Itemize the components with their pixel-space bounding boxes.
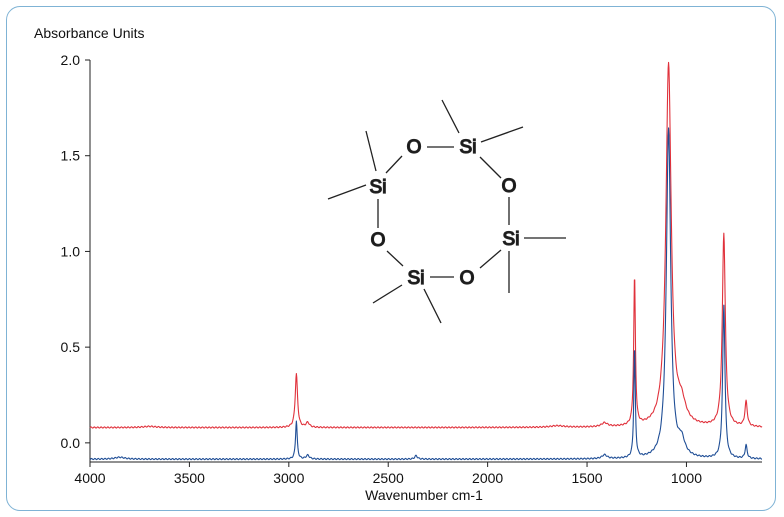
methyl-bond: [372, 284, 403, 304]
y-tick-label: 1.0: [61, 243, 81, 259]
series-line-red: [89, 61, 763, 429]
atom-label: Si: [370, 177, 387, 198]
axes: 2.0 1.5 1.0 0.5 0.0 4000 3500 3000 2500 2000 1500 1…: [61, 52, 762, 486]
molecule-structure: Si O Si O Si O Si O: [327, 99, 566, 324]
x-tick-label: 3000: [273, 470, 304, 486]
spectra: [89, 61, 763, 461]
methyl-bond: [365, 130, 377, 172]
y-axis-title: Absorbance Units: [34, 25, 145, 41]
x-tick-label: 4000: [74, 470, 105, 486]
bond: [385, 155, 403, 174]
x-tick-label: 2000: [472, 470, 503, 486]
methyl-bond: [480, 126, 524, 143]
x-tick-label: 1500: [571, 470, 602, 486]
atom-label: Si: [408, 268, 425, 289]
bond: [386, 250, 404, 267]
y-tick-label: 2.0: [61, 52, 81, 68]
atom-label: Si: [460, 137, 477, 158]
y-tick-label: 1.5: [61, 148, 81, 164]
x-tick-label: 3500: [174, 470, 205, 486]
atom-label: O: [502, 176, 517, 197]
methyl-bond: [441, 99, 460, 134]
series-line-blue: [89, 127, 763, 461]
y-tick-label: 0.5: [61, 339, 81, 355]
bond: [479, 249, 502, 269]
bond: [479, 156, 502, 179]
atom-label: O: [407, 137, 422, 158]
atom-label: O: [371, 230, 386, 251]
atom-label: O: [460, 268, 475, 289]
atom-label: Si: [503, 229, 520, 250]
y-tick-label: 0.0: [61, 435, 81, 451]
x-tick-label: 1000: [671, 470, 702, 486]
methyl-bond: [327, 184, 367, 200]
x-axis-title: Wavenumber cm-1: [365, 487, 483, 503]
x-tick-label: 2500: [373, 470, 404, 486]
methyl-bond: [423, 288, 442, 324]
